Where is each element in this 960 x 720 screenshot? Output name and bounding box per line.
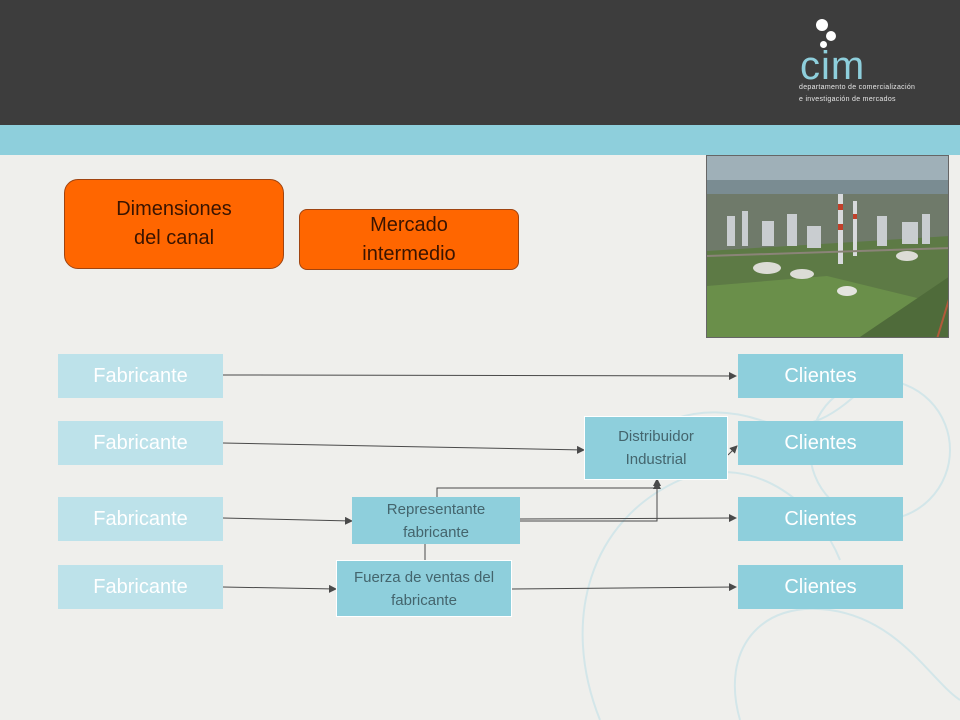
logo-dot-small <box>820 41 827 48</box>
tag-mercado-label: Mercado intermedio <box>362 213 456 265</box>
clientes-label-1: Clientes <box>784 364 857 387</box>
clientes-box-1: Clientes <box>738 354 903 398</box>
refinery-photo <box>706 155 949 338</box>
clientes-label-2: Clientes <box>784 431 857 454</box>
logo-wordmark: cim <box>800 44 866 88</box>
fabricante-box-2: Fabricante <box>58 421 223 465</box>
logo-dot-medium <box>826 31 836 41</box>
representante-fabricante-box: Representante fabricante <box>352 497 520 544</box>
arrow-fab1-clientes1 <box>222 371 737 380</box>
fabricante-label-4: Fabricante <box>93 575 188 598</box>
header-bar: cim departamento de comercialización e i… <box>0 0 960 125</box>
fabricante-box-1: Fabricante <box>58 354 223 398</box>
fabricante-label-1: Fabricante <box>93 364 188 387</box>
clientes-box-4: Clientes <box>738 565 903 609</box>
fabricante-label-2: Fabricante <box>93 431 188 454</box>
fuerza-de-ventas-label: Fuerza de ventas del fabricante <box>353 568 495 609</box>
arrow-fab3-representante <box>222 516 353 525</box>
arrow-representante-clientes3 <box>519 514 737 523</box>
arrow-representante-distribuidor <box>436 478 661 497</box>
fabricante-box-4: Fabricante <box>58 565 223 609</box>
arrow-distribuidor-clientes2 <box>727 445 738 456</box>
fuerza-de-ventas-box: Fuerza de ventas del fabricante <box>336 560 512 617</box>
logo-dot-large <box>816 19 828 31</box>
distribuidor-industrial-box: Distribuidor Industrial <box>584 416 728 480</box>
arrow-fab4-fuerza <box>222 584 337 593</box>
logo-subtitle-line-1: departamento de comercialización <box>799 84 916 91</box>
tag-dimensiones-label: Dimensiones del canal <box>116 198 232 249</box>
representante-label: Representante fabricante <box>386 500 486 541</box>
tag-dimensiones-del-canal: Dimensiones del canal <box>64 179 284 269</box>
logo-subtitle-line-2: e investigación de mercados <box>799 96 896 103</box>
fabricante-box-3: Fabricante <box>58 497 223 541</box>
clientes-box-3: Clientes <box>738 497 903 541</box>
clientes-label-4: Clientes <box>784 575 857 598</box>
arrow-fab2-distribuidor <box>222 442 585 454</box>
tag-mercado-intermedio: Mercado intermedio <box>299 209 519 270</box>
fabricante-label-3: Fabricante <box>93 507 188 530</box>
arrow-fuerza-clientes4 <box>511 583 737 592</box>
clientes-box-2: Clientes <box>738 421 903 465</box>
distribuidor-label: Distribuidor Industrial <box>618 428 694 468</box>
accent-stripe <box>0 125 960 155</box>
clientes-label-3: Clientes <box>784 507 857 530</box>
